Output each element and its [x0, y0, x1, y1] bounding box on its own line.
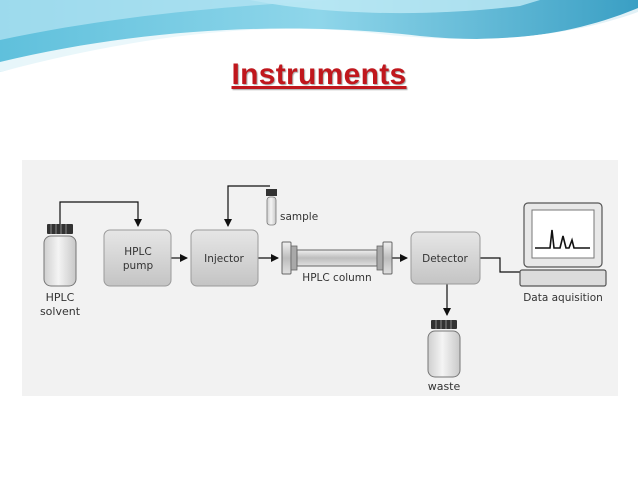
waste-label: waste [428, 380, 461, 393]
detector-box [410, 231, 481, 285]
pump-box [103, 229, 172, 287]
solvent-bottle [43, 224, 77, 287]
data-acquisition-label: Data aquisition [523, 292, 603, 304]
header-wave [0, 0, 638, 72]
detector-label: Detector [422, 253, 468, 265]
sample-vial [266, 189, 277, 226]
waste-bottle [427, 320, 461, 378]
hplc-diagram: HPLC solvent HPLC pump Injector sample H… [22, 160, 618, 396]
injector-label: Injector [204, 253, 244, 265]
column-label: HPLC column [302, 272, 371, 284]
solvent-label-line2: solvent [40, 305, 81, 318]
flow-lines [59, 185, 522, 316]
slide-title: Instruments [231, 58, 407, 91]
hplc-column [281, 241, 393, 275]
pump-label-line1: HPLC [124, 246, 151, 258]
sample-label: sample [280, 211, 318, 223]
solvent-label-line1: HPLC [46, 291, 75, 304]
injector-box [190, 229, 259, 287]
pump-label-line2: pump [123, 260, 154, 272]
data-acquisition-computer [519, 202, 607, 287]
